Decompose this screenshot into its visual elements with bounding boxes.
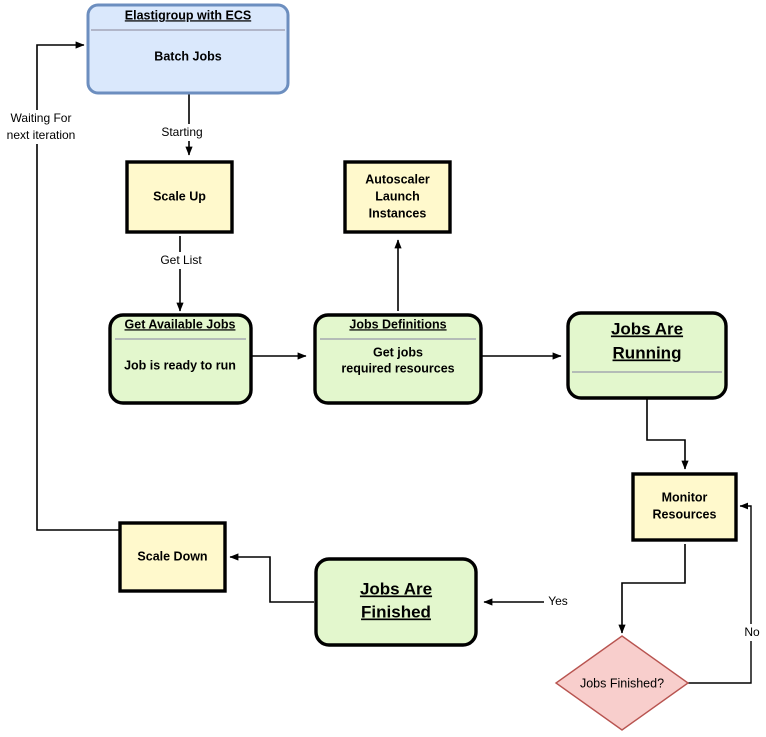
node-jobs-are-finished-shape <box>314 557 478 647</box>
edge-monitor-resources-to-jobs-finished <box>618 544 686 634</box>
edge-label-get-list-bg <box>155 252 205 269</box>
node-jobs-finished-decision[interactable]: Jobs Finished? <box>554 635 690 731</box>
node-get-available-jobs[interactable]: Get Available Jobs Job is ready to run <box>108 313 253 405</box>
node-scale-up[interactable]: Scale Up <box>125 160 234 234</box>
node-jobs-are-finished-line1: Jobs Are <box>360 579 432 598</box>
edge-label-waiting-line2: next iteration <box>7 128 76 142</box>
node-elastigroup-with-ecs[interactable]: Elastigroup with ECS Batch Jobs <box>86 3 290 95</box>
edges-layer: back up right into Monitor Resources rig… <box>36 41 752 684</box>
edge-labels-layer: Starting Get List Waiting For next itera… <box>3 110 762 641</box>
edge-scale-down-to-elastigroup <box>36 41 120 531</box>
node-scale-down[interactable]: Scale Down <box>118 521 227 593</box>
node-autoscaler-label-line1: Autoscaler <box>365 172 430 186</box>
node-jobs-finished-label: Jobs Finished? <box>580 676 664 690</box>
node-jobs-definitions-title: Jobs Definitions <box>349 317 446 331</box>
node-scale-down-shape <box>118 521 227 593</box>
node-autoscaler-label-line3: Instances <box>369 206 427 220</box>
node-jobs-are-running[interactable]: Jobs Are Running <box>566 311 728 400</box>
node-autoscaler-launch-instances[interactable]: Autoscaler Launch Instances <box>343 160 452 234</box>
node-autoscaler-label-line2: Launch <box>375 189 419 203</box>
node-jobs-definitions-body-line1: Get jobs <box>373 345 423 359</box>
edge-label-no: No <box>744 625 760 639</box>
node-monitor-resources-line1: Monitor <box>662 490 708 504</box>
edge-label-starting: Starting <box>161 125 202 139</box>
edge-jobs-are-running-to-monitor-resources <box>646 398 689 470</box>
node-elastigroup-body: Batch Jobs <box>154 49 221 63</box>
node-jobs-definitions-body-line2: required resources <box>341 361 454 375</box>
edge-label-no-bg <box>740 624 762 641</box>
node-elastigroup-title: Elastigroup with ECS <box>125 8 251 22</box>
node-jobs-are-finished-line2: Finished <box>361 602 431 621</box>
node-monitor-resources[interactable]: Monitor Resources <box>631 472 738 542</box>
edge-label-yes: Yes <box>548 594 568 608</box>
node-get-available-jobs-title: Get Available Jobs <box>125 317 236 331</box>
edge-label-yes-bg <box>544 594 570 611</box>
node-monitor-resources-line2: Resources <box>653 507 717 521</box>
node-jobs-are-finished[interactable]: Jobs Are Finished <box>314 557 478 647</box>
node-jobs-definitions[interactable]: Jobs Definitions Get jobs required resou… <box>313 313 483 405</box>
node-get-available-jobs-body: Job is ready to run <box>124 358 236 372</box>
node-monitor-resources-shape <box>631 472 738 542</box>
node-jobs-are-running-title-line2: Running <box>613 343 682 362</box>
node-jobs-are-running-shape <box>566 311 728 400</box>
edge-label-waiting-line1: Waiting For <box>11 111 72 125</box>
node-elastigroup-shape <box>86 3 290 95</box>
edge-no-to-monitor-resources <box>688 502 752 684</box>
node-scale-up-shape <box>125 160 234 234</box>
node-jobs-are-running-title-line1: Jobs Are <box>611 319 683 338</box>
edge-jobs-are-finished-to-scale-down <box>229 553 314 603</box>
edge-label-get-list: Get List <box>160 253 202 267</box>
node-scale-down-label: Scale Down <box>137 549 207 563</box>
edge-label-waiting-bg <box>3 110 81 144</box>
node-autoscaler-shape <box>343 160 452 234</box>
node-scale-up-label: Scale Up <box>153 189 206 203</box>
edge-label-starting-bg <box>156 124 208 141</box>
node-jobs-definitions-shape <box>313 313 483 405</box>
node-get-available-jobs-shape <box>108 313 253 405</box>
node-jobs-finished-shape <box>554 635 690 731</box>
